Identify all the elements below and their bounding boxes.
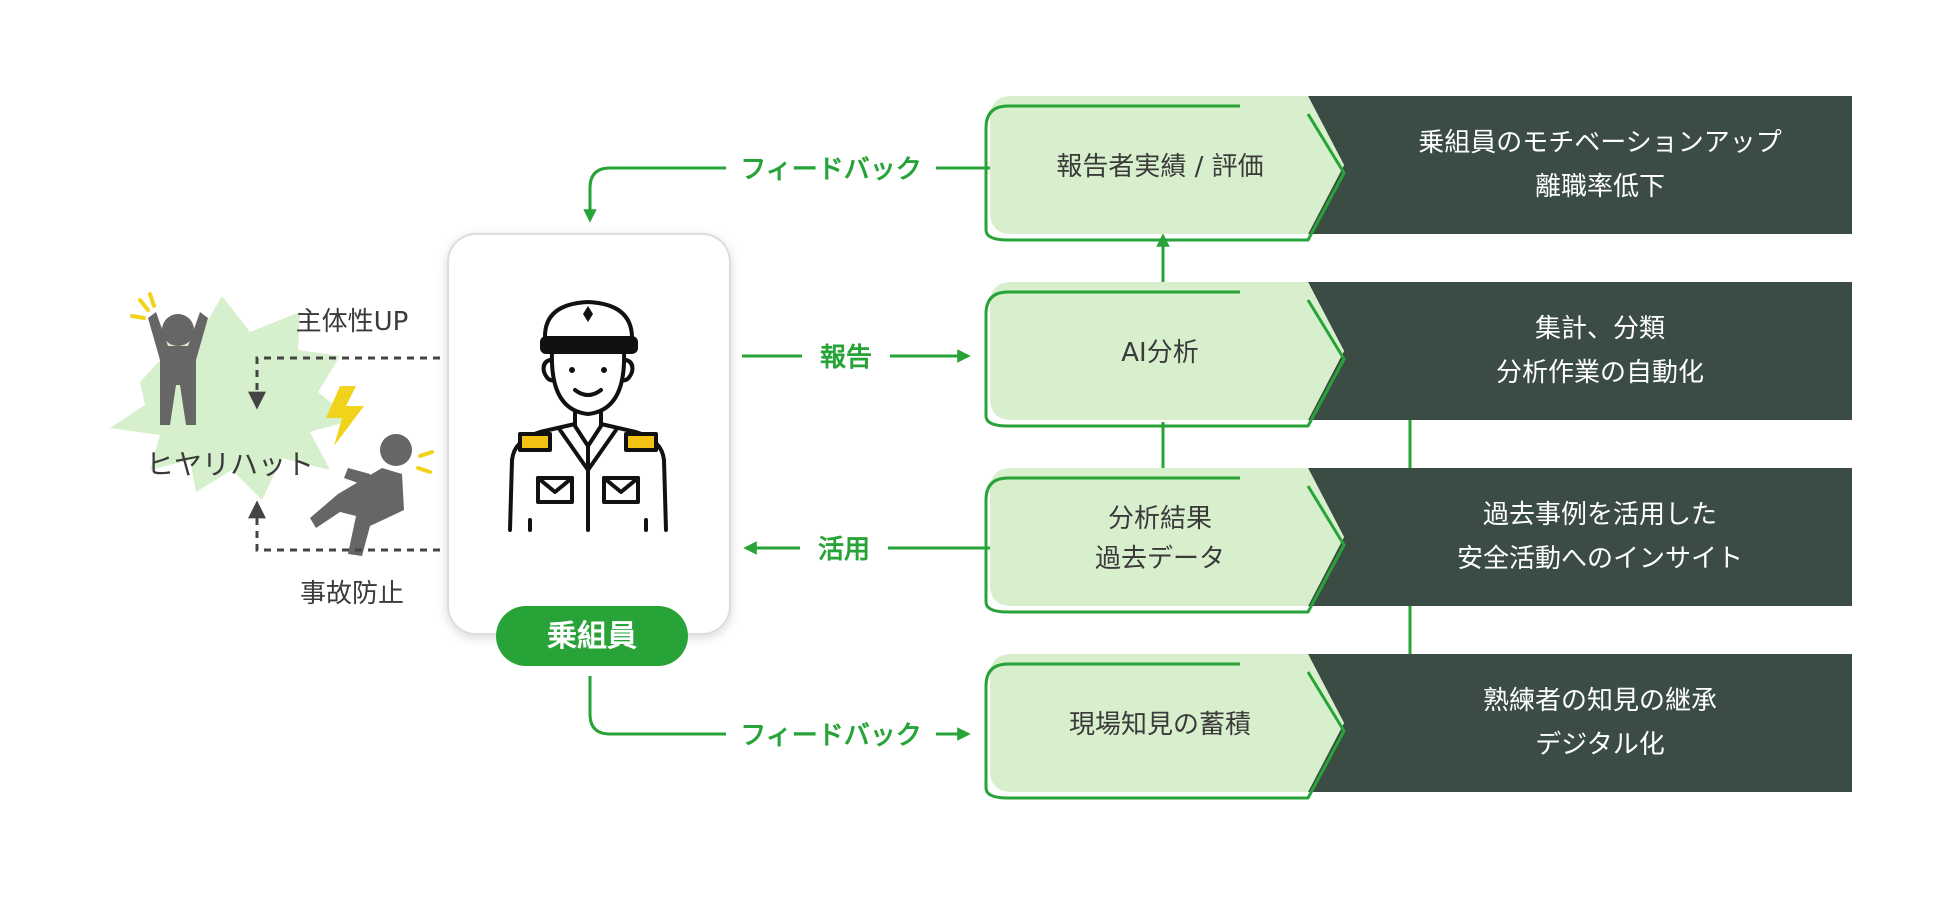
process-box-label: AI分析 bbox=[1121, 338, 1198, 368]
result-panel-label: 離職率低下 bbox=[1535, 172, 1665, 202]
result-panel bbox=[1308, 654, 1852, 792]
dashed-arrow-bottom bbox=[248, 500, 440, 552]
process-box-label: 報告者実績 / 評価 bbox=[1056, 152, 1263, 182]
crew-badge bbox=[496, 606, 688, 666]
process-box bbox=[990, 282, 1344, 420]
result-panel-label: 過去事例を活用した bbox=[1483, 500, 1717, 530]
process-box-label: 過去データ bbox=[1095, 544, 1225, 574]
process-box bbox=[990, 468, 1344, 606]
arrow-label-utilize: 活用 bbox=[818, 535, 870, 565]
arrow-label-feedback-top: フィードバック bbox=[740, 155, 921, 185]
result-panel-label: 乗組員のモチベーションアップ bbox=[1418, 128, 1781, 158]
burst-label: ヒヤリハット bbox=[146, 448, 314, 481]
result-panel-label: 集計、分類 bbox=[1535, 314, 1665, 344]
process-box bbox=[990, 96, 1344, 234]
crew-card: 乗組員 bbox=[447, 233, 731, 666]
hiyari-hatto-group: ヒヤリハット 主体性UP 事故防止 bbox=[110, 292, 440, 609]
arrow-report: 報告 bbox=[742, 343, 971, 373]
process-box-outline bbox=[984, 290, 1346, 428]
arrow-utilize: 活用 bbox=[743, 535, 990, 565]
result-panel-label: デジタル化 bbox=[1535, 730, 1664, 760]
result-panel bbox=[1308, 468, 1852, 606]
worried-person-icon bbox=[130, 292, 208, 425]
label-shutaisei-up: 主体性UP bbox=[296, 307, 409, 337]
arrow-feedback-top: フィードバック bbox=[583, 155, 990, 223]
crew-card-box bbox=[447, 233, 731, 635]
process-box-outline bbox=[984, 662, 1346, 800]
crew-officer-icon bbox=[508, 300, 668, 532]
arrow-feedback-bottom: フィードバック bbox=[588, 676, 971, 751]
result-panel bbox=[1308, 96, 1852, 234]
process-box-label: 分析結果 bbox=[1108, 504, 1212, 534]
process-box-outline bbox=[984, 104, 1346, 242]
label-jiko-boushi: 事故防止 bbox=[300, 579, 404, 609]
result-panel-label: 熟練者の知見の継承 bbox=[1483, 686, 1717, 716]
dashed-arrow-top bbox=[248, 356, 440, 410]
result-panel-label: 安全活動へのインサイト bbox=[1457, 544, 1743, 574]
arrow-label-report: 報告 bbox=[820, 343, 872, 373]
crew-badge-label: 乗組員 bbox=[547, 619, 637, 654]
process-box-outline bbox=[984, 476, 1346, 614]
arrow-label-feedback-bottom: フィードバック bbox=[740, 721, 921, 751]
result-panel bbox=[1308, 282, 1852, 420]
falling-person-icon bbox=[310, 386, 434, 556]
process-box bbox=[990, 654, 1344, 792]
process-box-label: 現場知見の蓄積 bbox=[1069, 710, 1251, 740]
result-panel-label: 分析作業の自動化 bbox=[1496, 358, 1704, 388]
